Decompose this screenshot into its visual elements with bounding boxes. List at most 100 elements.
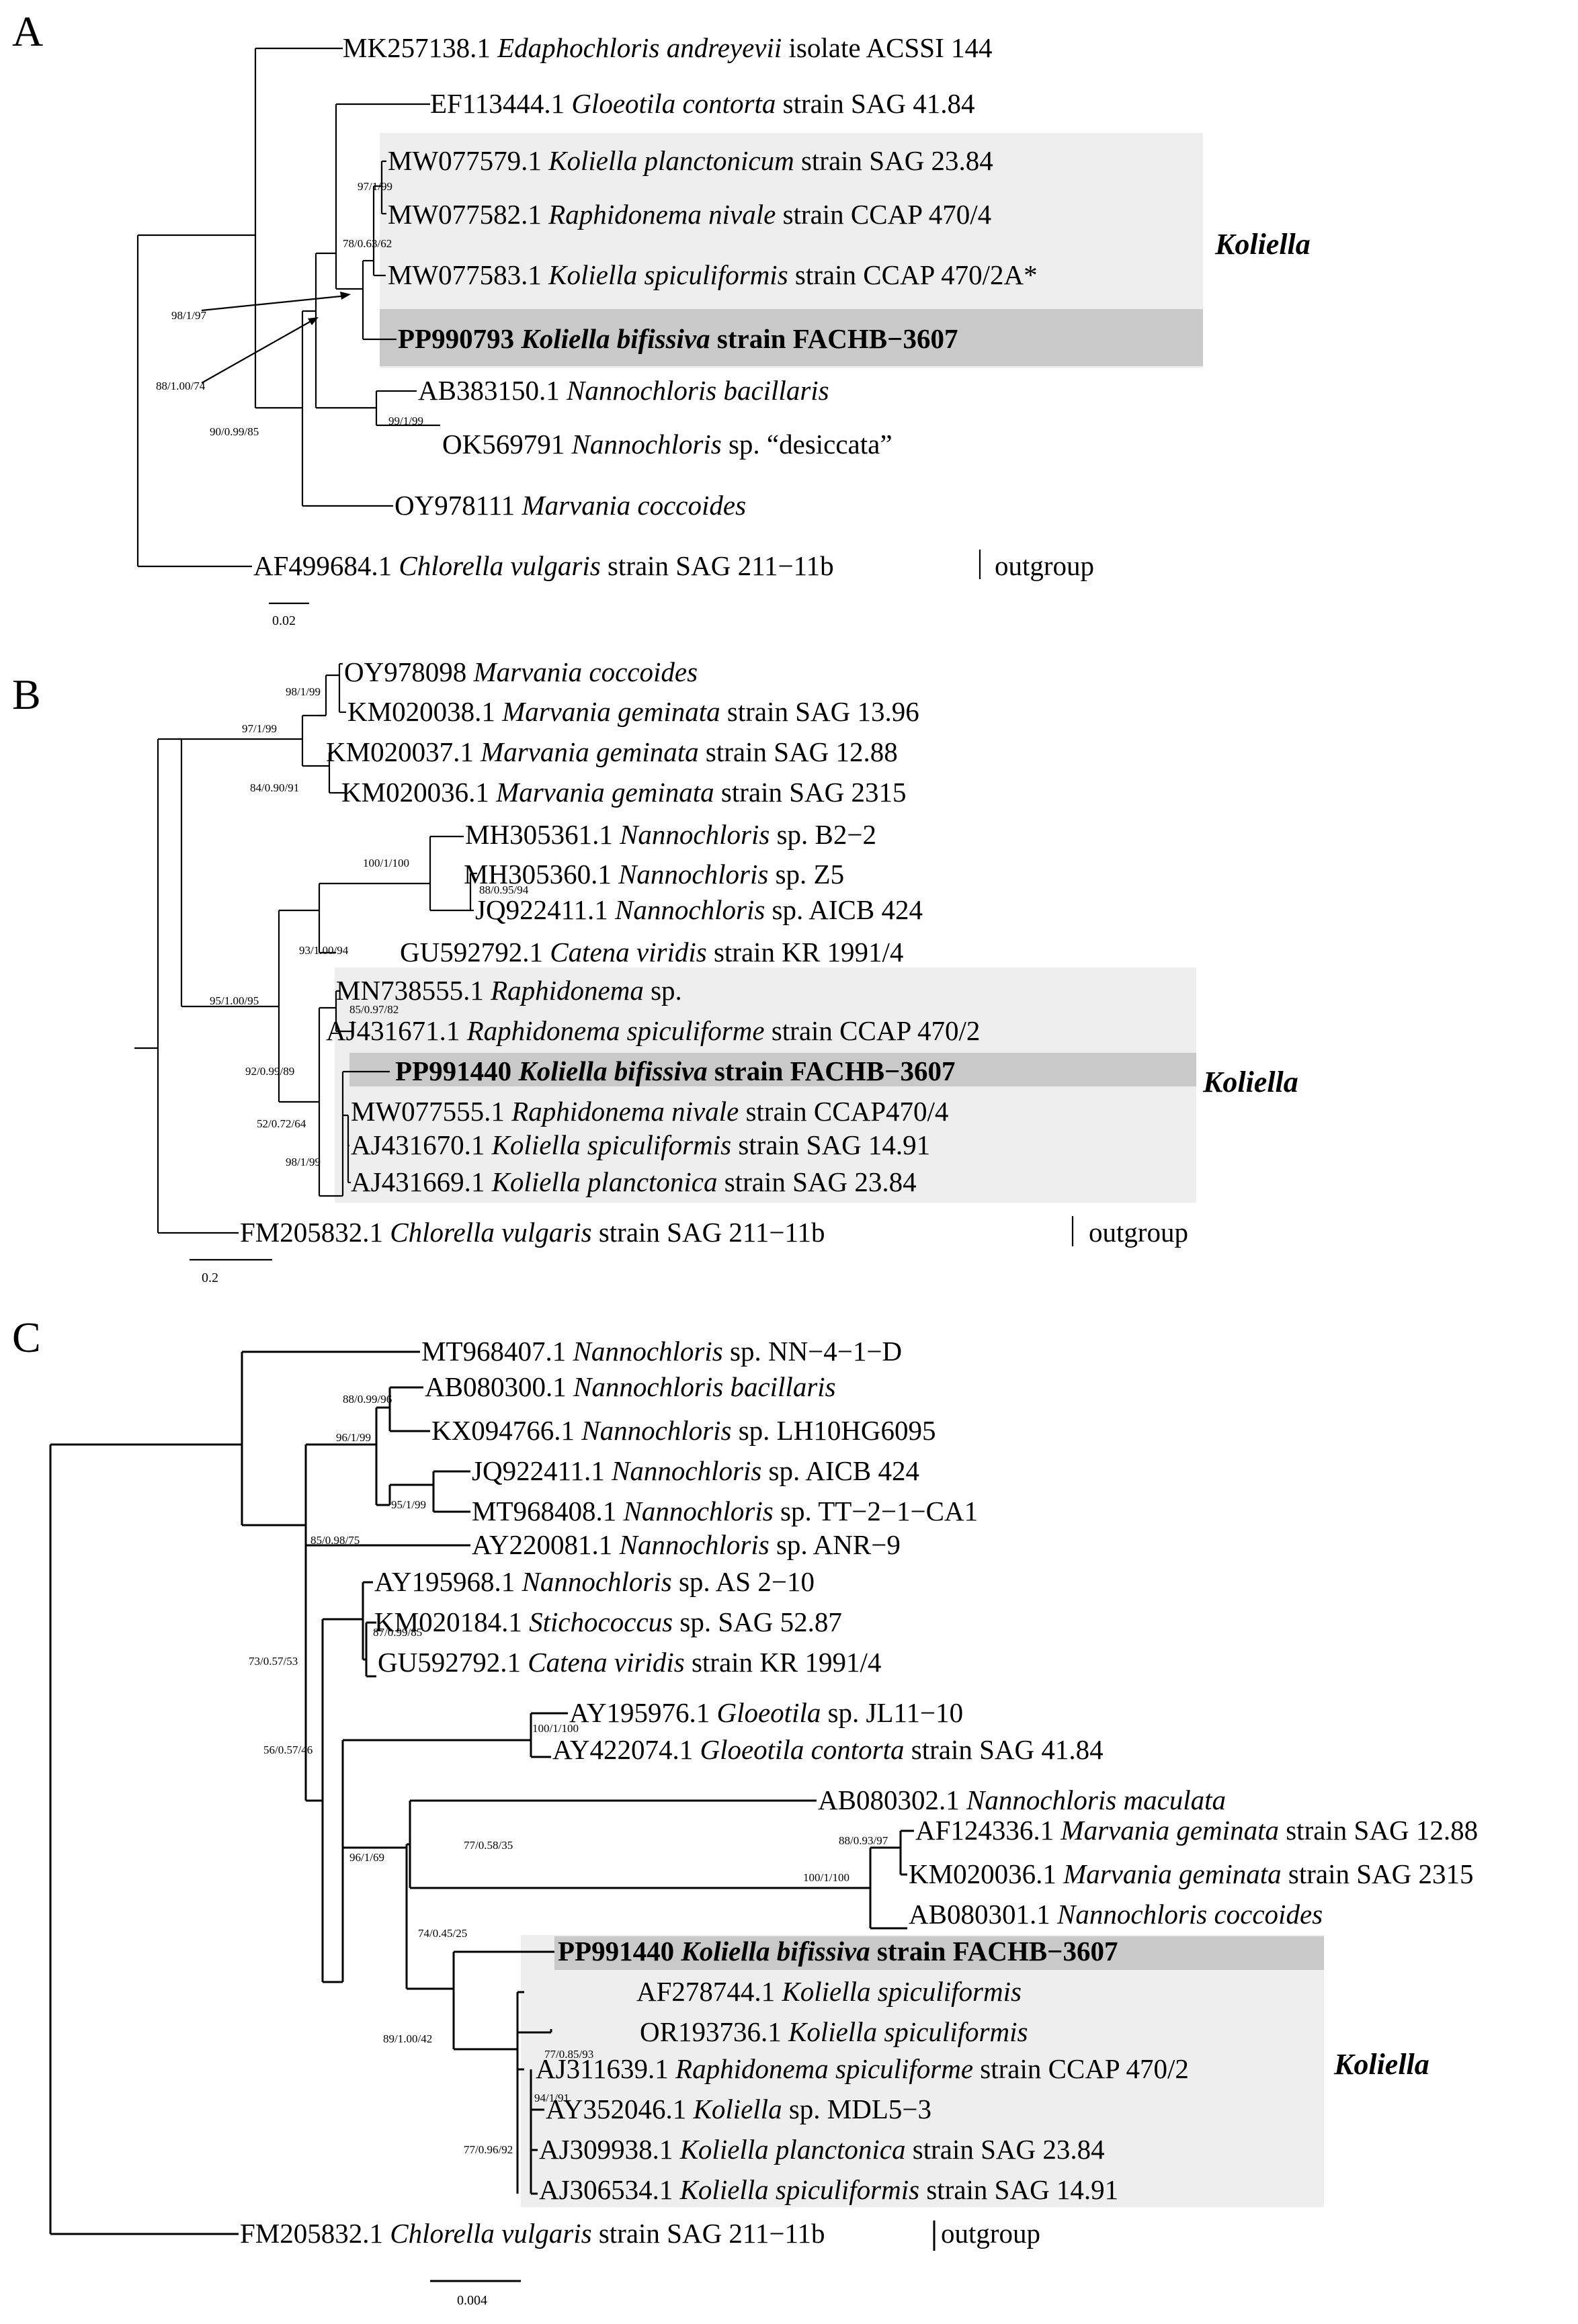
support-value: 78/0.63/62	[343, 237, 392, 250]
support-value: 85/0.98/75	[310, 1534, 360, 1547]
support-value: 90/0.99/85	[210, 425, 259, 438]
koliella-clade-box-c	[521, 1935, 1324, 2207]
taxon-label: FM205832.1 Chlorella vulgaris strain SAG…	[240, 2218, 825, 2249]
taxon-label: AJ431671.1 Raphidonema spiculiforme stra…	[326, 1015, 980, 1046]
support-value: 98/1/97	[171, 309, 206, 322]
highlight-box-a	[380, 309, 1203, 366]
support-value: 97/1/99	[358, 180, 392, 193]
taxon-label: EF113444.1 Gloeotila contorta strain SAG…	[430, 88, 975, 119]
support-value: 88/0.95/94	[479, 884, 529, 896]
arrow-head-icon	[340, 292, 351, 300]
support-value: 87/0.99/85	[373, 1626, 422, 1639]
taxon-label: MT968407.1 Nannochloris sp. NN−4−1−D	[421, 1336, 902, 1367]
support-value: 77/0.58/35	[464, 1839, 513, 1852]
taxon-label: JQ922411.1 Nannochloris sp. AICB 424	[472, 1455, 919, 1486]
taxon-label: OY978111 Marvania coccoides	[394, 490, 746, 521]
support-value: 96/1/99	[336, 1431, 371, 1444]
support-value: 74/0.45/25	[418, 1927, 467, 1940]
support-value: 96/1/69	[349, 1851, 384, 1864]
taxon-label: AF278744.1 Koliella spiculiformis	[636, 1976, 1022, 2007]
highlight-box-b	[349, 1053, 1196, 1086]
taxon-label: KM020184.1 Stichococcus sp. SAG 52.87	[374, 1606, 842, 1637]
clade-label-a: Koliella	[1214, 228, 1311, 261]
taxon-label: MW077579.1 Koliella planctonicum strain …	[388, 145, 993, 176]
support-value: 92/0.99/89	[245, 1065, 294, 1078]
support-value: 84/0.90/91	[250, 781, 299, 794]
highlight-box-c	[554, 1936, 1324, 1970]
taxon-label: AF499684.1 Chlorella vulgaris strain SAG…	[253, 550, 834, 581]
support-value: 88/0.93/97	[839, 1834, 888, 1847]
taxon-label: AJ306534.1 Koliella spiculiformis strain…	[539, 2174, 1118, 2205]
taxon-label: KM020037.1 Marvania geminata strain SAG …	[326, 736, 898, 767]
taxon-label: AJ311639.1 Raphidonema spiculiforme stra…	[536, 2053, 1189, 2084]
taxon-label: OK569791 Nannochloris sp. “desiccata”	[442, 429, 892, 460]
scale-label-b: 0.2	[202, 1271, 218, 1285]
taxon-label: GU592792.1 Catena viridis strain KR 1991…	[400, 937, 903, 967]
taxon-label-highlighted: PP991440 Koliella bifissiva strain FACHB…	[558, 1936, 1118, 1967]
arrow-head-icon	[308, 317, 319, 325]
taxon-label: MW077583.1 Koliella spiculiformis strain…	[388, 259, 1038, 290]
taxon-label: KM020038.1 Marvania geminata strain SAG …	[347, 696, 919, 727]
taxon-label: AB080300.1 Nannochloris bacillaris	[425, 1371, 836, 1402]
taxon-label: AY422074.1 Gloeotila contorta strain SAG…	[552, 1734, 1104, 1765]
taxon-label-highlighted: PP990793 Koliella bifissiva strain FACHB…	[398, 323, 958, 354]
support-value: 100/1/100	[803, 1871, 849, 1884]
taxon-label: AY195968.1 Nannochloris sp. AS 2−10	[374, 1566, 815, 1597]
support-value: 85/0.97/82	[349, 1003, 399, 1016]
tree-branches-a	[136, 47, 981, 605]
scale-label-c: 0.004	[457, 2293, 487, 2308]
taxon-label: AB080301.1 Nannochloris coccoides	[909, 1899, 1323, 1930]
taxon-label: AY220081.1 Nannochloris sp. ANR−9	[472, 1529, 901, 1560]
support-value: 100/1/100	[363, 857, 409, 869]
taxon-label: OY978098 Marvania coccoides	[344, 656, 698, 687]
support-value: 99/1/99	[388, 415, 423, 427]
support-value: 97/1/99	[242, 722, 277, 735]
taxon-label: AJ309938.1 Koliella planctonica strain S…	[539, 2134, 1105, 2165]
taxon-label: OR193736.1 Koliella spiculiformis	[640, 2016, 1028, 2047]
support-value: 93/1.00/94	[299, 944, 349, 957]
clade-label-c: Koliella	[1333, 2048, 1429, 2081]
taxon-label: KX094766.1 Nannochloris sp. LH10HG6095	[431, 1415, 936, 1446]
support-value: 98/1/99	[286, 685, 321, 698]
taxon-label: KM020036.1 Marvania geminata strain SAG …	[341, 777, 906, 808]
support-value: 89/1.00/42	[383, 2032, 432, 2045]
scale-label-a: 0.02	[272, 613, 296, 628]
taxon-label: FM205832.1 Chlorella vulgaris strain SAG…	[240, 1217, 825, 1248]
taxon-label: MT968408.1 Nannochloris sp. TT−2−1−CA1	[472, 1496, 978, 1526]
support-value: 94/1/91	[534, 2092, 569, 2104]
support-value: 77/0.96/92	[464, 2143, 513, 2156]
support-value: 73/0.57/53	[249, 1655, 298, 1668]
support-value: 98/1/99	[286, 1156, 321, 1168]
taxon-label: JQ922411.1 Nannochloris sp. AICB 424	[475, 894, 923, 925]
taxon-label: AJ431669.1 Koliella planctonica strain S…	[351, 1166, 917, 1197]
taxon-label: MN738555.1 Raphidonema sp.	[336, 975, 682, 1006]
taxon-label: AB383150.1 Nannochloris bacillaris	[418, 375, 829, 406]
taxon-label: AY352046.1 Koliella sp. MDL5−3	[546, 2094, 931, 2124]
taxon-label: KM020036.1 Marvania geminata strain SAG …	[909, 1858, 1473, 1889]
taxon-label: MK257138.1 Edaphochloris andreyevii isol…	[343, 32, 993, 63]
taxon-label: AB080302.1 Nannochloris maculata	[818, 1784, 1226, 1815]
panel-c: C Koliella	[12, 1314, 1478, 2308]
taxon-label: GU592792.1 Catena viridis strain KR 1991…	[378, 1647, 881, 1678]
support-value: 52/0.72/64	[257, 1117, 306, 1130]
tree-branches-c	[49, 1350, 936, 2282]
panel-letter-a: A	[12, 7, 43, 55]
taxon-label-highlighted: PP991440 Koliella bifissiva strain FACHB…	[395, 1056, 955, 1086]
panel-letter-b: B	[12, 671, 41, 718]
panel-a: A Koliella	[12, 7, 1311, 628]
taxon-label: MW077555.1 Raphidonema nivale strain CCA…	[351, 1096, 948, 1127]
taxon-label: AY195976.1 Gloeotila sp. JL11−10	[569, 1697, 963, 1728]
clade-label-b: Koliella	[1202, 1066, 1298, 1099]
taxon-label: AF124336.1 Marvania geminata strain SAG …	[915, 1815, 1478, 1846]
support-value: 77/0.85/93	[544, 2048, 593, 2061]
support-value: 100/1/100	[532, 1722, 579, 1735]
outgroup-label-b: outgroup	[1089, 1217, 1188, 1248]
support-value: 88/0.99/96	[343, 1393, 392, 1406]
support-value: 95/1.00/95	[210, 994, 259, 1007]
support-value: 95/1/99	[391, 1498, 426, 1511]
tree-branches-b	[134, 662, 1074, 1261]
taxon-label: AJ431670.1 Koliella spiculiformis strain…	[351, 1129, 930, 1160]
support-value: 88/1.00/74	[156, 380, 206, 392]
taxon-label: MH305360.1 Nannochloris sp. Z5	[464, 859, 844, 890]
